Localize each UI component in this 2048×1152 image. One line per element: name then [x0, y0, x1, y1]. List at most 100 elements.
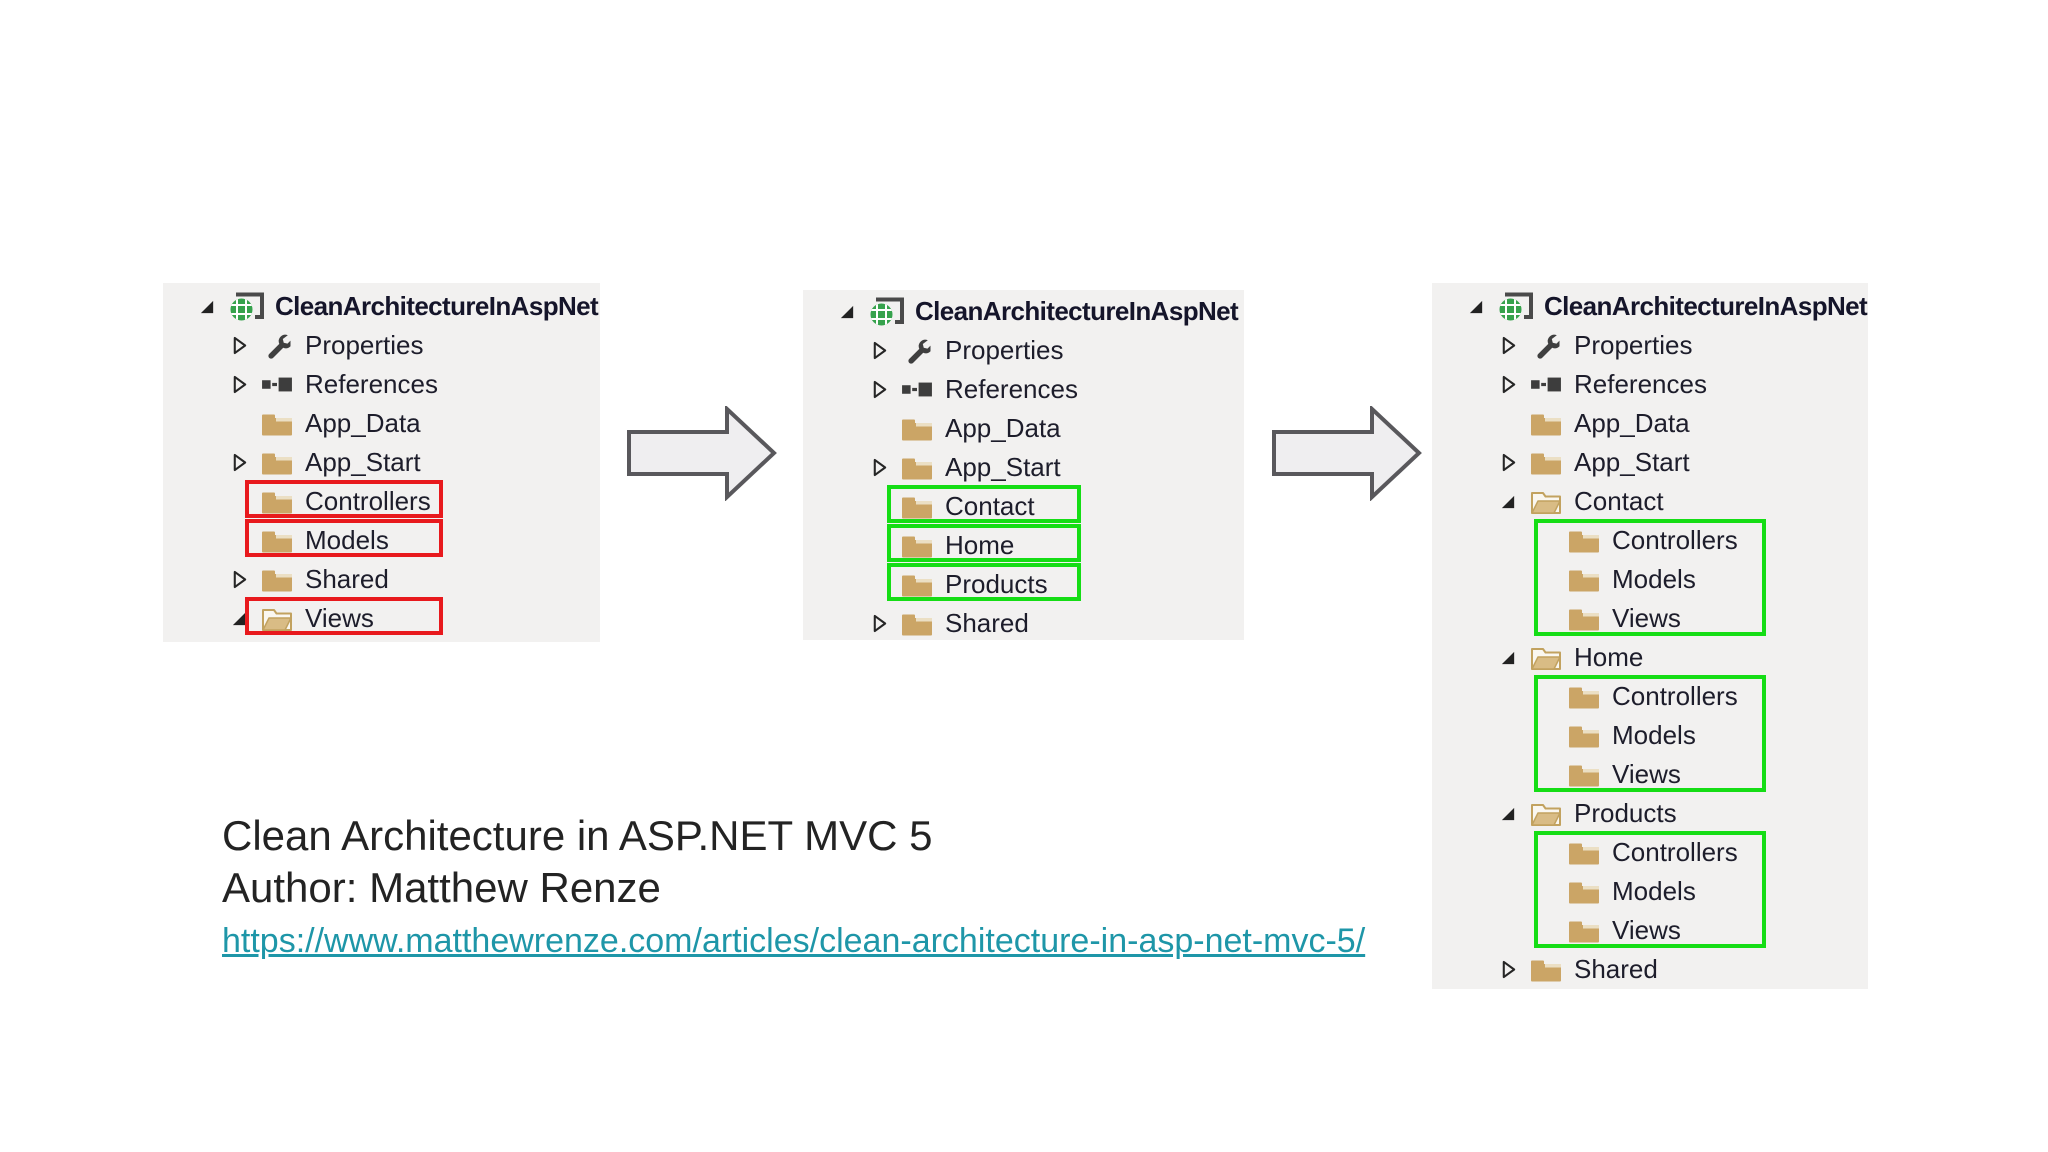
tree1-row-controllers[interactable]: Controllers [163, 482, 600, 521]
tree1-row-app-data[interactable]: App_Data [163, 404, 600, 443]
tree3-row-properties[interactable]: Properties [1432, 326, 1868, 365]
tree-item-label: Shared [305, 564, 389, 594]
tree-item-label: Views [1612, 759, 1681, 789]
tree-item-label: Contact [1574, 486, 1664, 516]
tree1-row-models[interactable]: Models [163, 521, 600, 560]
tree-item-label: Controllers [1612, 525, 1738, 555]
folder-icon [901, 571, 933, 598]
tree2-row-properties[interactable]: Properties [803, 331, 1244, 370]
tree-item-label: Models [305, 525, 389, 555]
tree-item-label: Contact [945, 491, 1035, 521]
folder-icon [901, 493, 933, 520]
tree-item-label: Views [1612, 603, 1681, 633]
chevron-collapsed-icon[interactable] [231, 336, 261, 355]
folder-icon [1568, 527, 1600, 554]
tree3-row-home-controllers[interactable]: Controllers [1432, 677, 1868, 716]
chevron-expanded-icon[interactable] [1500, 804, 1530, 823]
tree-item-label: App_Start [945, 452, 1061, 482]
chevron-collapsed-icon[interactable] [231, 453, 261, 472]
tree2-row-references[interactable]: References [803, 370, 1244, 409]
tree-item-label: Views [305, 603, 374, 633]
folder-icon [1568, 839, 1600, 866]
tree3-row-contact[interactable]: Contact [1432, 482, 1868, 521]
folder-open-icon [1530, 644, 1562, 671]
tree1-row-references[interactable]: References [163, 365, 600, 404]
chevron-collapsed-icon[interactable] [231, 570, 261, 589]
tree2-row-project[interactable]: CleanArchitectureInAspNet [803, 292, 1244, 331]
folder-icon [1568, 917, 1600, 944]
web-application-icon [229, 291, 265, 322]
wrench-icon [1530, 332, 1562, 359]
folder-icon [1568, 722, 1600, 749]
folder-icon [1568, 605, 1600, 632]
tree1-row-app-start[interactable]: App_Start [163, 443, 600, 482]
tree2-row-home[interactable]: Home [803, 526, 1244, 565]
folder-icon [261, 566, 293, 593]
tree2-row-contact[interactable]: Contact [803, 487, 1244, 526]
tree3-row-home-views[interactable]: Views [1432, 755, 1868, 794]
tree3-row-app-data[interactable]: App_Data [1432, 404, 1868, 443]
tree-item-label: Models [1612, 876, 1696, 906]
tree3-row-contact-views[interactable]: Views [1432, 599, 1868, 638]
chevron-expanded-icon[interactable] [1468, 297, 1498, 316]
folder-icon [261, 449, 293, 476]
folder-icon [261, 488, 293, 515]
web-application-icon [1498, 291, 1534, 322]
tree2-row-shared[interactable]: Shared [803, 604, 1244, 640]
solution-tree-after: CleanArchitectureInAspNet Properties Ref… [1432, 283, 1868, 989]
tree1-row-properties[interactable]: Properties [163, 326, 600, 365]
tree-item-label: Views [1612, 915, 1681, 945]
chevron-collapsed-icon[interactable] [1500, 375, 1530, 394]
folder-icon [1568, 683, 1600, 710]
chevron-expanded-icon[interactable] [199, 297, 229, 316]
tree-item-label: App_Start [1574, 447, 1690, 477]
folder-open-icon [261, 605, 293, 632]
chevron-collapsed-icon[interactable] [871, 380, 901, 399]
chevron-collapsed-icon[interactable] [871, 614, 901, 633]
folder-icon [1568, 566, 1600, 593]
tree2-row-app-start[interactable]: App_Start [803, 448, 1244, 487]
article-link[interactable]: https://www.matthewrenze.com/articles/cl… [222, 922, 1366, 960]
tree3-row-app-start[interactable]: App_Start [1432, 443, 1868, 482]
tree3-row-products[interactable]: Products [1432, 794, 1868, 833]
tree-item-label: App_Data [945, 413, 1061, 443]
chevron-expanded-icon[interactable] [1500, 648, 1530, 667]
tree1-row-shared[interactable]: Shared [163, 560, 600, 599]
tree-item-label: Products [945, 569, 1048, 599]
chevron-collapsed-icon[interactable] [871, 458, 901, 477]
folder-icon [261, 410, 293, 437]
tree3-row-home-models[interactable]: Models [1432, 716, 1868, 755]
chevron-collapsed-icon[interactable] [1500, 960, 1530, 979]
chevron-expanded-icon[interactable] [1500, 492, 1530, 511]
project-name: CleanArchitectureInAspNet [1544, 291, 1868, 321]
tree-item-label: Home [945, 530, 1015, 560]
folder-icon [1568, 761, 1600, 788]
tree3-row-references[interactable]: References [1432, 365, 1868, 404]
chevron-expanded-icon[interactable] [231, 609, 261, 628]
transform-arrow [1272, 404, 1423, 502]
tree3-row-products-models[interactable]: Models [1432, 872, 1868, 911]
tree2-row-app-data[interactable]: App_Data [803, 409, 1244, 448]
chevron-collapsed-icon[interactable] [231, 375, 261, 394]
tree3-row-contact-models[interactable]: Models [1432, 560, 1868, 599]
tree-item-label: Shared [945, 608, 1029, 638]
chevron-collapsed-icon[interactable] [1500, 453, 1530, 472]
tree-item-label: Controllers [1612, 837, 1738, 867]
chevron-expanded-icon[interactable] [839, 302, 869, 321]
tree3-row-products-views[interactable]: Views [1432, 911, 1868, 950]
chevron-collapsed-icon[interactable] [1500, 336, 1530, 355]
tree3-row-contact-controllers[interactable]: Controllers [1432, 521, 1868, 560]
tree3-row-project[interactable]: CleanArchitectureInAspNet [1432, 287, 1868, 326]
folder-icon [901, 415, 933, 442]
tree2-row-products[interactable]: Products [803, 565, 1244, 604]
tree3-row-home[interactable]: Home [1432, 638, 1868, 677]
tree3-row-products-controllers[interactable]: Controllers [1432, 833, 1868, 872]
tree1-row-views[interactable]: Views [163, 599, 600, 638]
tree1-row-project[interactable]: CleanArchitectureInAspNet [163, 287, 600, 326]
tree3-row-shared[interactable]: Shared [1432, 950, 1868, 989]
references-icon [1530, 371, 1562, 398]
tree-item-label: Properties [1574, 330, 1693, 360]
tree-item-label: Shared [1574, 954, 1658, 984]
folder-open-icon [1530, 800, 1562, 827]
chevron-collapsed-icon[interactable] [871, 341, 901, 360]
